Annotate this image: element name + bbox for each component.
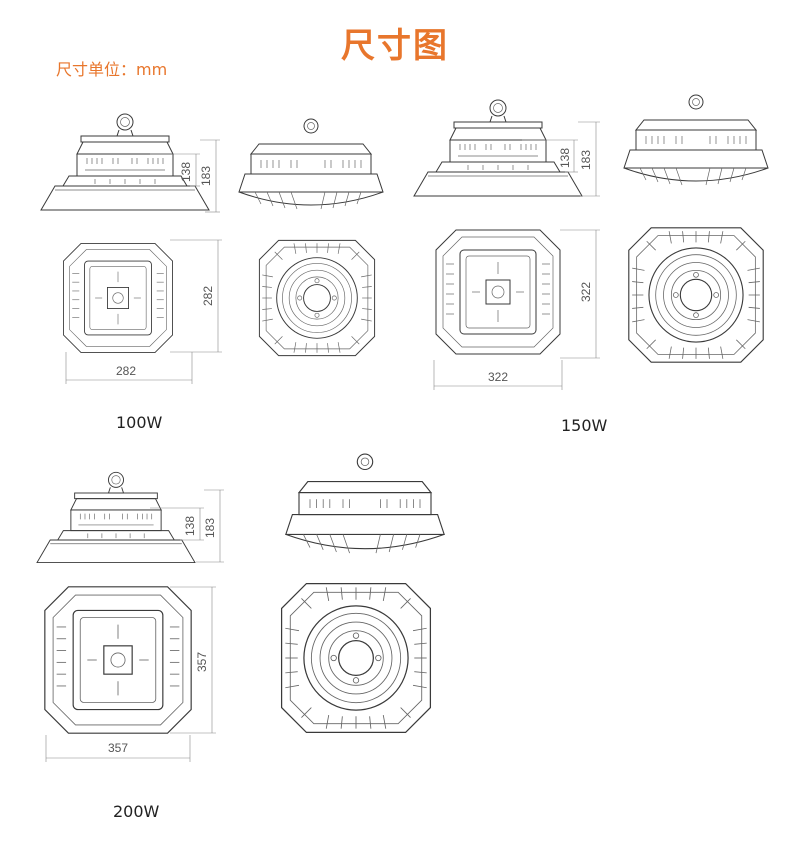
dim-200w-width: 357 (108, 741, 128, 755)
dim-150w-width: 322 (488, 370, 508, 384)
bottom-view-200w (44, 586, 192, 734)
page-title: 尺寸图 (341, 26, 449, 66)
model-150w-drawings: 138 183 322 322 (413, 94, 769, 390)
side-view-150w (413, 99, 583, 197)
dim-150w-138: 138 (558, 148, 572, 168)
perspective-view-200w (285, 453, 445, 554)
dim-200w-183: 183 (203, 518, 217, 538)
led-view-100w (258, 239, 376, 357)
model-100w-drawings: 138 183 282 282 (40, 113, 384, 384)
dim-200w-138: 138 (183, 516, 197, 536)
model-200w-drawings: 138 183 357 357 (36, 453, 445, 762)
led-view-200w (280, 582, 432, 734)
perspective-view-150w (623, 94, 769, 186)
dim-100w-height: 282 (201, 286, 215, 306)
unit-label: 尺寸单位：mm (56, 60, 168, 79)
bottom-view-100w (62, 243, 173, 353)
dim-100w-138: 138 (179, 162, 193, 182)
dim-200w-height: 357 (195, 652, 209, 672)
bottom-view-150w (435, 229, 561, 355)
dim-100w-183: 183 (199, 166, 213, 186)
dim-150w-height: 322 (579, 282, 593, 302)
model-label-150w: 150W (561, 416, 608, 435)
model-label-100w: 100W (116, 413, 163, 432)
led-view-150w (628, 227, 764, 363)
side-view-200w (36, 471, 196, 564)
perspective-view-100w (238, 118, 384, 210)
dim-150w-183: 183 (579, 150, 593, 170)
dim-100w-width: 282 (116, 364, 136, 378)
model-label-200w: 200W (113, 802, 160, 821)
